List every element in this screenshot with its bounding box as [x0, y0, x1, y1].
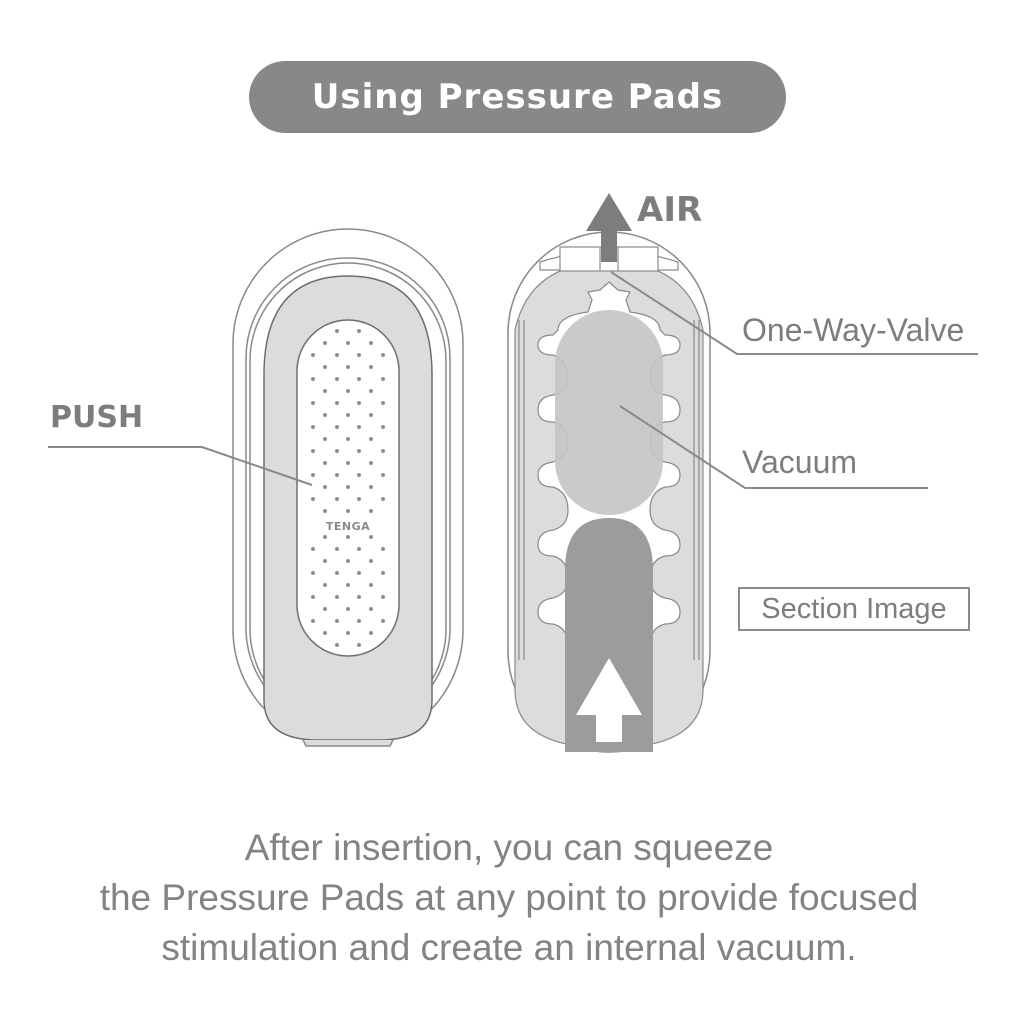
push-label: PUSH: [50, 400, 144, 435]
push-leader-line: [48, 446, 313, 486]
vacuum-label: Vacuum: [742, 444, 858, 480]
caption: After insertion, you can squeeze the Pre…: [0, 823, 1018, 973]
air-arrow-icon: [586, 193, 632, 262]
caption-line-1: After insertion, you can squeeze: [244, 827, 774, 868]
caption-line-2: the Pressure Pads at any point to provid…: [99, 877, 919, 918]
product-diagram: TENGA: [48, 193, 978, 753]
page-title: Using Pressure Pads: [311, 77, 724, 117]
pressure-pad-dots: [311, 329, 385, 647]
vacuum-leader-line: [619, 405, 928, 489]
section-view: [507, 231, 711, 753]
one-way-valve-label: One-Way-Valve: [742, 312, 965, 348]
title-banner: Using Pressure Pads: [249, 61, 786, 133]
valve-leader-line: [610, 271, 978, 355]
section-image-label: Section Image: [761, 592, 947, 625]
tenga-logo: TENGA: [326, 520, 370, 533]
caption-line-3: stimulation and create an internal vacuu…: [161, 927, 857, 968]
section-image-box: Section Image: [738, 587, 970, 631]
air-label: AIR: [637, 190, 703, 230]
